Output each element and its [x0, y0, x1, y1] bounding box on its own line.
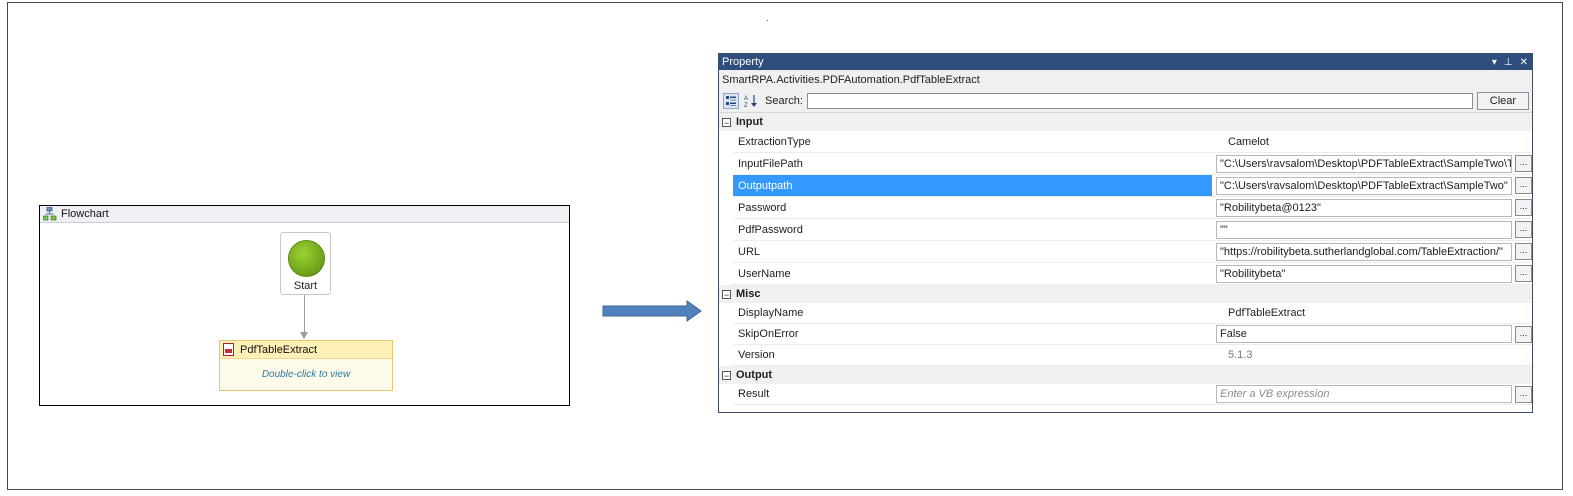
property-title: Property: [722, 56, 764, 68]
property-row-username[interactable]: UserName "Robilitybeta" ...: [719, 263, 1532, 285]
category-output[interactable]: − Output: [719, 366, 1532, 384]
property-row-password[interactable]: Password "Robilitybeta@0123" ...: [719, 197, 1532, 219]
property-value-cell[interactable]: Enter a VB expression ...: [1212, 384, 1532, 405]
activity-type-name: SmartRPA.Activities.PDFAutomation.PdfTab…: [719, 70, 1532, 90]
svg-text:Z: Z: [744, 103, 748, 108]
titlebar-buttons: ▾ ⊥ ✕: [1492, 54, 1528, 70]
property-name: URL: [733, 241, 1212, 263]
property-row-skiponerror[interactable]: SkipOnError False ...: [719, 324, 1532, 345]
category-label: Input: [736, 116, 763, 128]
category-input[interactable]: − Input: [719, 113, 1532, 131]
property-value-cell[interactable]: False ...: [1212, 324, 1532, 345]
property-name: SkipOnError: [733, 324, 1212, 345]
vb-expression-input[interactable]: Enter a VB expression: [1216, 385, 1512, 403]
ellipsis-button[interactable]: ...: [1515, 199, 1532, 216]
property-value: PdfTableExtract: [1228, 307, 1306, 319]
property-row-result[interactable]: Result Enter a VB expression ...: [719, 384, 1532, 405]
close-icon[interactable]: ✕: [1519, 56, 1528, 68]
dropdown-icon[interactable]: ▾: [1491, 56, 1497, 68]
property-name: Password: [733, 197, 1212, 219]
property-row-inputfilepath[interactable]: InputFilePath "C:\Users\ravsalom\Desktop…: [719, 153, 1532, 175]
property-value-input[interactable]: "": [1216, 220, 1512, 239]
property-value-cell: 5.1.3: [1224, 345, 1532, 366]
property-row-outputpath[interactable]: Outputpath "C:\Users\ravsalom\Desktop\PD…: [719, 175, 1532, 197]
property-name: Outputpath: [733, 175, 1212, 197]
flowchart-icon: [42, 206, 57, 221]
property-value: 5.1.3: [1228, 349, 1253, 361]
property-name: ExtractionType: [733, 131, 1224, 153]
pin-icon[interactable]: ⊥: [1503, 56, 1513, 68]
start-node[interactable]: Start: [280, 232, 331, 295]
property-name: UserName: [733, 263, 1212, 285]
property-row-extractiontype[interactable]: ExtractionType Camelot: [719, 131, 1532, 153]
ellipsis-button[interactable]: ...: [1515, 325, 1532, 343]
property-value-cell[interactable]: "Robilitybeta" ...: [1212, 263, 1532, 285]
ellipsis-button[interactable]: ...: [1515, 243, 1532, 260]
property-value-input[interactable]: "Robilitybeta@0123": [1216, 198, 1512, 217]
property-value-cell[interactable]: PdfTableExtract: [1224, 303, 1532, 324]
property-toolbar: A Z Search: Clear: [719, 90, 1532, 113]
property-name: Result: [733, 384, 1212, 405]
property-value-input[interactable]: "Robilitybeta": [1216, 264, 1512, 283]
category-label: Misc: [736, 288, 761, 300]
flowchart-designer[interactable]: Flowchart Start PdfTableExtract Double-c…: [39, 205, 570, 406]
property-value-cell[interactable]: "" ...: [1212, 219, 1532, 241]
pdf-icon: [223, 343, 234, 356]
property-value-cell[interactable]: "C:\Users\ravsalom\Desktop\PDFTableExtra…: [1212, 175, 1532, 197]
property-value-cell[interactable]: "https://robilitybeta.sutherlandglobal.c…: [1212, 241, 1532, 263]
start-circle-icon: [288, 240, 325, 277]
pdf-table-extract-activity[interactable]: PdfTableExtract Double-click to view: [219, 340, 393, 391]
start-label: Start: [293, 280, 318, 292]
activity-header: PdfTableExtract: [220, 341, 392, 359]
flowchart-title: Flowchart: [61, 208, 109, 220]
property-value-input[interactable]: "https://robilitybeta.sutherlandglobal.c…: [1216, 242, 1512, 261]
activity-title: PdfTableExtract: [240, 343, 318, 356]
flow-connector[interactable]: [304, 295, 305, 333]
property-value-input[interactable]: False: [1216, 325, 1512, 343]
stray-dot: [767, 20, 768, 21]
property-name: Version: [733, 345, 1224, 366]
ellipsis-button[interactable]: ...: [1515, 155, 1532, 172]
property-titlebar: Property ▾ ⊥ ✕: [719, 54, 1532, 70]
property-value-cell[interactable]: Camelot: [1224, 131, 1532, 153]
ellipsis-button[interactable]: ...: [1515, 177, 1532, 194]
flowchart-header: Flowchart: [40, 206, 569, 223]
property-name: InputFilePath: [733, 153, 1212, 175]
property-panel: Property ▾ ⊥ ✕ SmartRPA.Activities.PDFAu…: [718, 53, 1533, 413]
ellipsis-button[interactable]: ...: [1515, 265, 1532, 282]
property-value-input[interactable]: "C:\Users\ravsalom\Desktop\PDFTableExtra…: [1216, 176, 1512, 195]
property-value: Camelot: [1228, 135, 1269, 148]
search-input[interactable]: [806, 93, 1473, 109]
categorized-view-icon[interactable]: [723, 93, 739, 109]
collapse-icon[interactable]: −: [722, 370, 731, 381]
right-arrow-icon: [602, 300, 702, 322]
collapse-icon[interactable]: −: [722, 117, 731, 128]
property-value-input[interactable]: "C:\Users\ravsalom\Desktop\PDFTableExtra…: [1216, 154, 1512, 173]
property-row-pdfpassword[interactable]: PdfPassword "" ...: [719, 219, 1532, 241]
category-label: Output: [736, 369, 773, 381]
ellipsis-button[interactable]: ...: [1515, 221, 1532, 238]
connector-arrowhead-icon: [300, 332, 308, 339]
ellipsis-button[interactable]: ...: [1515, 385, 1532, 403]
property-name: DisplayName: [733, 303, 1224, 324]
property-row-version[interactable]: Version 5.1.3: [719, 345, 1532, 366]
property-name: PdfPassword: [733, 219, 1212, 241]
category-misc[interactable]: − Misc: [719, 285, 1532, 303]
property-value-cell[interactable]: "C:\Users\ravsalom\Desktop\PDFTableExtra…: [1212, 153, 1532, 175]
property-row-displayname[interactable]: DisplayName PdfTableExtract: [719, 303, 1532, 324]
property-value-cell[interactable]: "Robilitybeta@0123" ...: [1212, 197, 1532, 219]
property-row-url[interactable]: URL "https://robilitybeta.sutherlandglob…: [719, 241, 1532, 263]
activity-hint: Double-click to view: [261, 369, 351, 380]
clear-button[interactable]: Clear: [1476, 92, 1529, 110]
svg-text:A: A: [744, 96, 748, 102]
sort-alphabetical-icon[interactable]: A Z: [743, 93, 759, 109]
search-label: Search:: [765, 95, 803, 107]
collapse-icon[interactable]: −: [722, 289, 731, 300]
